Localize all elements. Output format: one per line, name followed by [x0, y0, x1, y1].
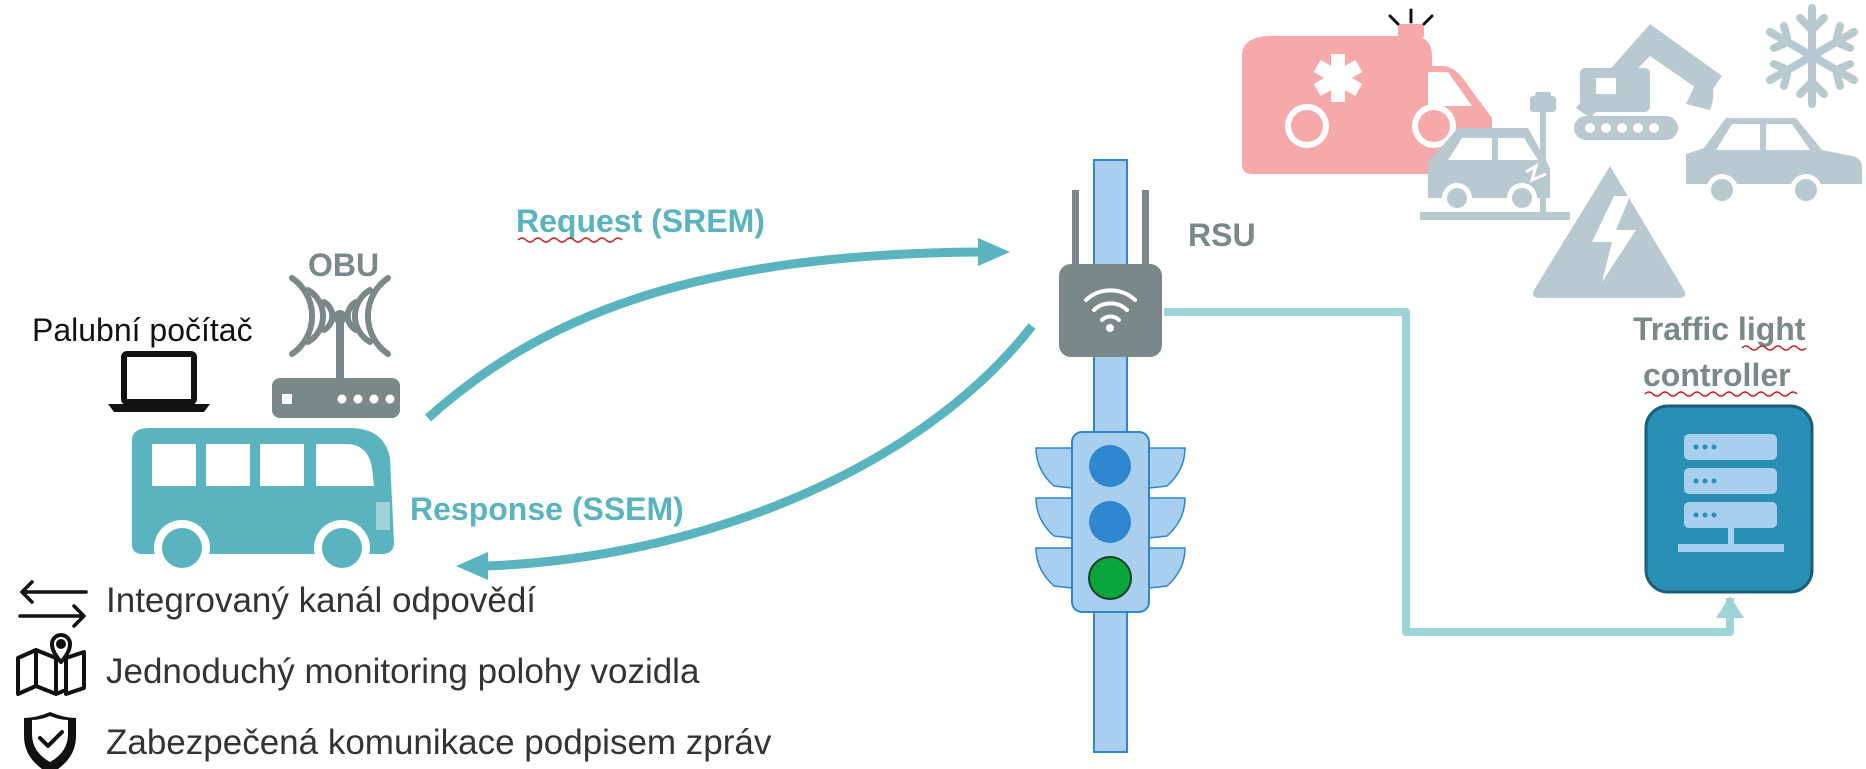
onboard-computer-label: Palubní počítač: [32, 312, 253, 348]
signal-light-middle: [1089, 501, 1131, 543]
traffic-light-icon: [1035, 431, 1186, 613]
two-way-arrows-icon: [18, 580, 88, 628]
legend: Integrovaný kanál odpovědí Jednoduchý mo…: [16, 580, 772, 769]
response-arrow: [485, 323, 1036, 571]
excavator-icon: [1574, 24, 1722, 140]
ambulance-icon: [1242, 8, 1492, 174]
request-label: Request (SREM): [516, 203, 765, 239]
server-icon: [1644, 404, 1814, 594]
request-arrowhead: [978, 238, 1010, 266]
controller-arrowhead: [1716, 596, 1744, 618]
electric-hazard-icon: [1532, 166, 1686, 298]
request-arrow: [425, 247, 981, 422]
controller-label-line1: Traffic light: [1633, 311, 1806, 347]
obu-label: OBU: [308, 247, 379, 283]
crash-icon: [1420, 92, 1570, 220]
car-icon: [1686, 118, 1862, 206]
controller-label-line2: controller: [1643, 357, 1791, 393]
legend-item-1: Integrovaný kanál odpovědí: [106, 581, 536, 620]
rsu-antenna-icon: [1059, 190, 1162, 357]
response-label: Response (SSEM): [410, 491, 684, 527]
signal-light-top: [1089, 445, 1131, 487]
map-pin-icon: [16, 633, 86, 696]
rsu-label: RSU: [1188, 217, 1256, 253]
response-arrowhead: [456, 552, 488, 580]
shield-check-icon: [24, 712, 76, 769]
signal-light-bottom: [1088, 556, 1132, 600]
laptop-icon: [108, 351, 210, 412]
bus-icon: [132, 428, 394, 576]
obu-router-icon: [272, 275, 400, 418]
rsu-to-controller-line: [1164, 308, 1734, 636]
legend-item-3: Zabezpečená komunikace podpisem zpráv: [106, 723, 772, 762]
snowflake-icon: [1766, 4, 1858, 108]
legend-item-2: Jednoduchý monitoring polohy vozidla: [106, 652, 700, 691]
